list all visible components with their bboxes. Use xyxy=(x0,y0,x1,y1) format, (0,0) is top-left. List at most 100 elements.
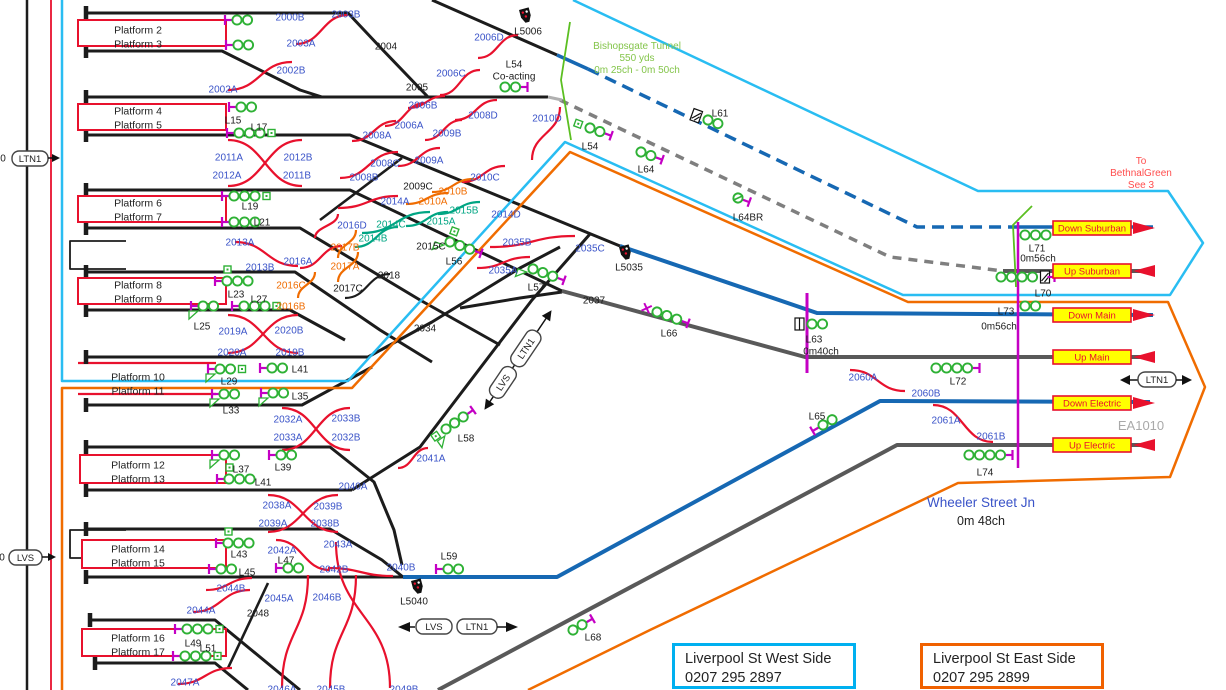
diagram-label: 2061A xyxy=(932,416,961,427)
track-line xyxy=(459,290,563,310)
platform-box xyxy=(77,277,227,305)
diagram-label: 2060B xyxy=(912,389,941,400)
diagram-label: L23 xyxy=(228,290,245,301)
crossover-curve xyxy=(461,164,506,184)
diagram-label: L65 xyxy=(809,412,826,423)
signal-L74 xyxy=(963,449,1014,461)
diagram-label: 0 xyxy=(0,154,6,165)
diagram-label: 2013A xyxy=(226,238,255,249)
crossover-curve xyxy=(344,272,391,300)
route-arrow xyxy=(506,622,518,632)
tunnel-length: 550 yds xyxy=(619,53,655,64)
line-label: Up Electric xyxy=(1069,441,1115,452)
track-line xyxy=(86,270,433,364)
crossover-curve xyxy=(267,493,339,534)
diagram-label: 2006A xyxy=(395,121,424,132)
platform-label: Platform 3 xyxy=(114,39,162,51)
diagram-label: L19 xyxy=(242,202,259,213)
track-line xyxy=(226,582,270,669)
diagram-label: 2037 xyxy=(583,296,606,307)
diagram-label: 2041A xyxy=(417,454,446,465)
diagram-label: 2008C xyxy=(370,159,399,170)
route-arrow xyxy=(398,622,410,632)
diagram-label: L71 xyxy=(1029,244,1046,255)
track-line xyxy=(86,245,561,359)
contact-west-title: Liverpool St West Side xyxy=(685,651,832,667)
diagram-label: 2005 xyxy=(406,83,429,94)
diagram-label: L51 xyxy=(200,644,217,655)
contact-east-phone: 0207 295 2899 xyxy=(933,670,1030,686)
platform-label: Platform 10 xyxy=(111,372,165,384)
crossover-curve xyxy=(295,13,349,46)
diagram-code: EA1010 xyxy=(1117,418,1165,433)
contact-west-phone: 0207 295 2897 xyxy=(685,670,782,686)
diagram-label: 2035B xyxy=(503,238,532,249)
direction-arrow-right xyxy=(1133,309,1155,321)
diagram-label: 2044A xyxy=(187,606,216,617)
line-label: Up Suburban xyxy=(1064,267,1120,278)
crossover-curve xyxy=(476,255,531,270)
track-line xyxy=(95,661,249,690)
crossover-curve xyxy=(227,313,299,355)
line-label-box-up-suburban xyxy=(1052,263,1132,279)
diagram-label: 2008A xyxy=(363,131,392,142)
platform-box xyxy=(77,19,227,47)
track-line xyxy=(556,53,589,71)
diagram-label: 2048 xyxy=(247,609,270,620)
platform-box xyxy=(77,103,227,131)
track-line xyxy=(319,156,403,222)
signal-L73 xyxy=(1019,300,1042,312)
crossover-curve xyxy=(405,210,449,228)
signal-L66 xyxy=(641,302,691,329)
diagram-label: L68 xyxy=(585,633,602,644)
crossover-curve xyxy=(328,574,358,689)
banner-signal-L5006 xyxy=(519,7,531,23)
signal-L68 xyxy=(567,613,596,636)
crossover-curve xyxy=(234,240,299,268)
signal-L65 xyxy=(809,414,838,436)
signal-L33 xyxy=(209,388,241,409)
diagram-label: L47 xyxy=(278,556,295,567)
signal-L25 xyxy=(188,300,220,321)
diagram-label: 2014C xyxy=(376,220,405,231)
diagram-label: 2044B xyxy=(217,584,246,595)
diagram-label: L73 xyxy=(998,307,1015,318)
diagram-label: 2043A xyxy=(324,540,353,551)
track-line xyxy=(587,67,1010,229)
route-arrow xyxy=(52,154,60,162)
diagram-label: 2008B xyxy=(350,173,379,184)
diagram-label: 2003B xyxy=(332,10,361,21)
destination-line3: See 3 xyxy=(1127,180,1155,191)
route-marker-lvs-left-label: LVS xyxy=(17,553,34,564)
line-label-box-down-main xyxy=(1052,307,1132,323)
diagram-label: 2033A xyxy=(274,433,303,444)
crossover-curve xyxy=(354,225,399,249)
banner-signal-L5040 xyxy=(411,578,423,594)
diagram-label: 0m56ch xyxy=(1020,254,1056,265)
diagram-label: 2032A xyxy=(274,415,303,426)
diagram-label: 2039B xyxy=(314,502,343,513)
signal-L35 xyxy=(258,387,290,408)
banner-signal-L5035 xyxy=(619,244,631,260)
diagram-label: 2035A xyxy=(489,266,518,277)
signal-L17 xyxy=(225,127,276,139)
diagram-label: 2009B xyxy=(433,129,462,140)
signal-L58 xyxy=(429,405,477,450)
diagram-label: 2011A xyxy=(215,153,244,164)
crossover-curve xyxy=(351,119,397,143)
platform-label: Platform 5 xyxy=(114,120,162,132)
signal-L54 xyxy=(499,81,529,93)
crossover-curve xyxy=(177,666,233,686)
diagram-label: L5040 xyxy=(400,597,428,608)
diagram-label: 2039A xyxy=(259,519,288,530)
platform-label: Platform 9 xyxy=(114,294,162,306)
signal-L15 xyxy=(227,101,258,113)
crossover-curve xyxy=(437,200,481,216)
line-label-box-down-suburban xyxy=(1052,220,1132,236)
diagram-label: L64BR xyxy=(733,213,764,224)
line-label-box-up-main xyxy=(1052,349,1132,365)
diagram-label: L43 xyxy=(231,550,248,561)
diagram-label: L59 xyxy=(441,552,458,563)
